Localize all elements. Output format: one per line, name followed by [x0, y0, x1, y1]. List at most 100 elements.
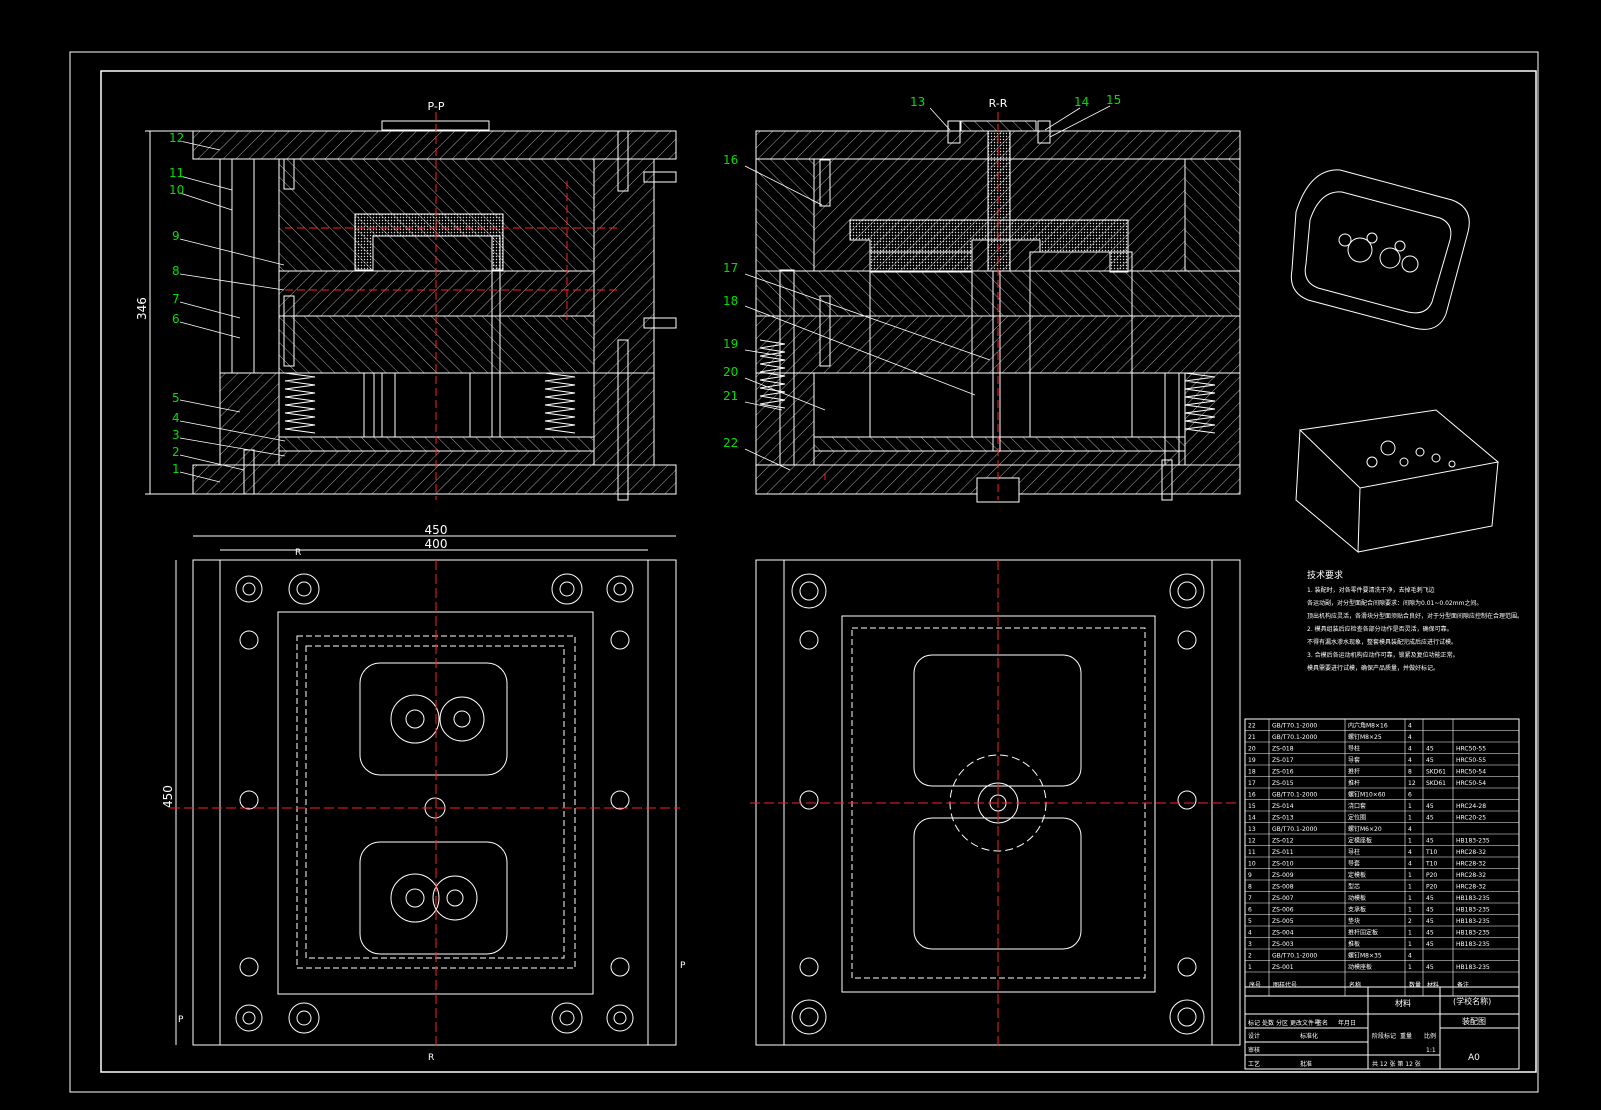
title-block-label: 工艺: [1248, 1060, 1260, 1068]
label-22: 22: [723, 436, 738, 450]
title-sheet-size: A0: [1468, 1053, 1480, 1063]
plan-view-right: [750, 559, 1241, 1050]
bom-cell: 4: [1408, 757, 1412, 764]
bom-cell: GB/T70.1-2000: [1272, 723, 1317, 730]
bom-cell: 1: [1408, 907, 1412, 914]
bom-cell: 45: [1426, 838, 1434, 845]
bom-cell: 1: [1408, 895, 1412, 902]
dim-height-plan: 450: [161, 785, 175, 808]
bom-cell: 浇口套: [1348, 802, 1366, 810]
title-block-label: 重量: [1400, 1032, 1412, 1040]
tech-req-line-6: 3. 合模后各运动机构应动作可靠，锁紧及复位功能正常。: [1307, 651, 1459, 659]
title-block-labels: 标记处数分区更改文件号签名年月日设计标准化阶段标记重量比例审核工艺批准: [1248, 1019, 1436, 1068]
title-block-label: 阶段标记: [1372, 1032, 1396, 1040]
bom-cell: 动模座板: [1348, 963, 1372, 971]
bom-cell: SKD61: [1426, 769, 1446, 776]
bom-cell: 4: [1408, 723, 1412, 730]
label-15: 15: [1106, 93, 1121, 107]
bom-cell: 8: [1408, 769, 1412, 776]
technical-requirements: 技术要求 1. 装配时，对各零件要清洗干净，去掉毛刺飞边 各运动副，对分型面配合…: [1307, 569, 1523, 672]
label-1: 1: [172, 462, 180, 476]
bom-cell: T10: [1425, 849, 1437, 856]
bom-cell: 螺钉M10×60: [1348, 791, 1386, 799]
title-block-label: 批准: [1300, 1060, 1312, 1068]
bom-cell: ZS-010: [1272, 861, 1294, 868]
label-9: 9: [172, 229, 180, 243]
bom-header: 序号: [1249, 981, 1261, 989]
bom-cell: 45: [1426, 907, 1434, 914]
bom-cell: SKD61: [1426, 780, 1446, 787]
bom-cell: HB183-235: [1456, 930, 1490, 937]
bom-cell: HRC28-32: [1456, 861, 1486, 868]
bom-cell: 导柱: [1348, 745, 1360, 753]
bom-cell: 1: [1408, 803, 1412, 810]
bom-cell: 7: [1248, 895, 1252, 902]
title-block-label: 审核: [1248, 1046, 1260, 1054]
bom-cell: 1: [1408, 941, 1412, 948]
bom-cell: 12: [1408, 780, 1416, 787]
section-view-pp: P-P: [135, 100, 677, 501]
title-block-label: 分区: [1276, 1019, 1288, 1027]
label-20: 20: [723, 365, 738, 379]
bom-cell: 45: [1426, 746, 1434, 753]
label-14: 14: [1074, 95, 1089, 109]
bom-cell: 3: [1248, 941, 1252, 948]
bom-cell: GB/T70.1-2000: [1272, 953, 1317, 960]
bom-cell: 10: [1248, 861, 1256, 868]
bom-cell: HRC28-32: [1456, 849, 1486, 856]
bom-cell: ZS-016: [1272, 769, 1294, 776]
bom-cell: 导柱: [1348, 848, 1360, 856]
bom-cell: GB/T70.1-2000: [1272, 826, 1317, 833]
bom-cell: P20: [1426, 872, 1437, 879]
title-block: (学校名称) 材料 装配图 A0 1:1 共 12 张 第 12 张 标记处数分…: [1244, 986, 1520, 1070]
bom-header: 名称: [1349, 981, 1361, 989]
bom-cell: 16: [1248, 792, 1256, 799]
label-17: 17: [723, 261, 738, 275]
label-12: 12: [169, 131, 184, 145]
bom-cell: 推杆: [1348, 779, 1360, 787]
bom-cell: 45: [1426, 803, 1434, 810]
bom-header: 备注: [1457, 981, 1469, 989]
bom-cell: 21: [1248, 734, 1256, 741]
bom-cell: 13: [1248, 826, 1256, 833]
label-4: 4: [172, 411, 180, 425]
bom-cell: HRC50-55: [1456, 746, 1486, 753]
label-8: 8: [172, 264, 180, 278]
bom-header: 数量: [1409, 981, 1421, 989]
bom-cell: 11: [1248, 849, 1256, 856]
bom-cell: ZS-001: [1272, 964, 1294, 971]
bom-cell: 定模座板: [1348, 837, 1372, 845]
bom-cell: ZS-012: [1272, 838, 1294, 845]
title-block-label: 标记: [1248, 1019, 1260, 1027]
bom-cell: HRC28-32: [1456, 884, 1486, 891]
label-10: 10: [169, 183, 184, 197]
tech-req-line-1: 1. 装配时，对各零件要清洗干净，去掉毛刺飞边: [1307, 586, 1435, 594]
bom-cell: 4: [1408, 953, 1412, 960]
bom-cell: 推板: [1348, 940, 1360, 948]
bom-cell: ZS-003: [1272, 941, 1294, 948]
title-block-label: 标准化: [1300, 1032, 1318, 1040]
bom-cell: HRC50-54: [1456, 780, 1486, 787]
bom-header: 图样代号: [1273, 981, 1297, 989]
bom-cell: ZS-009: [1272, 872, 1294, 879]
bom-cell: 8: [1248, 884, 1252, 891]
label-19: 19: [723, 337, 738, 351]
section-mark-r-top: R: [295, 548, 301, 558]
tech-req-title: 技术要求: [1307, 569, 1343, 581]
bom-cell: 1: [1408, 815, 1412, 822]
bom-cell: ZS-005: [1272, 918, 1294, 925]
bom-cell: GB/T70.1-2000: [1272, 734, 1317, 741]
bom-cell: 型芯: [1348, 883, 1360, 891]
bom-cell: 导套: [1348, 756, 1360, 764]
bom-cell: 45: [1426, 930, 1434, 937]
bom-cell: 动模板: [1348, 894, 1366, 902]
title-block-label: 处数: [1262, 1019, 1274, 1027]
dim-width-outer: 450: [425, 523, 448, 537]
bom-cell: 垫块: [1348, 917, 1360, 925]
bom-cell: ZS-008: [1272, 884, 1294, 891]
tech-req-line-5: 不得有漏水渗水现象，整套模具装配完成后应进行试模。: [1307, 638, 1457, 646]
title-sheet-info: 共 12 张 第 12 张: [1372, 1060, 1421, 1068]
bom-cell: 45: [1426, 964, 1434, 971]
tech-req-line-2: 各运动副，对分型面配合间隙要求：间隙为0.01~0.02mm之间。: [1307, 599, 1482, 607]
tech-req-line-7: 模具需要进行试模，确保产品质量，并做好标记。: [1307, 664, 1439, 672]
